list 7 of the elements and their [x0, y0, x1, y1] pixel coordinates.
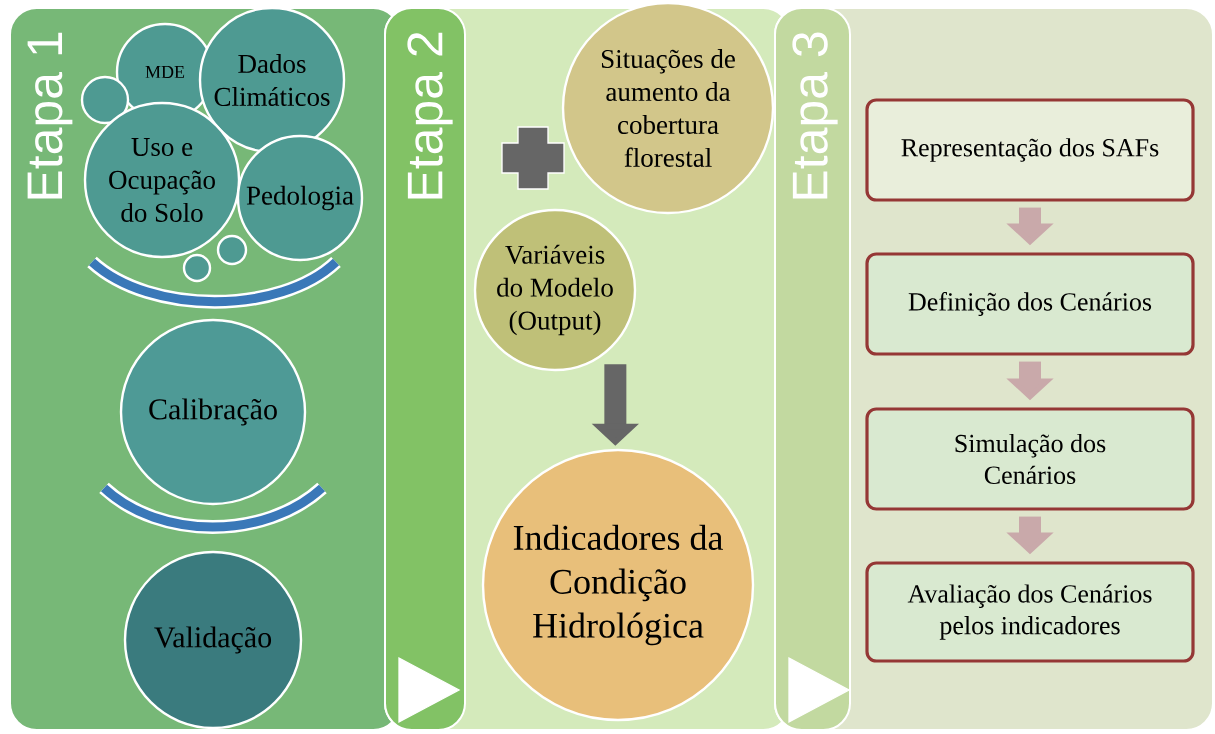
process-box: Avaliação dos Cenários pelos indicadores — [865, 561, 1195, 663]
process-box: Representação dos SAFs — [865, 98, 1195, 202]
process-box: Definição dos Cenários — [865, 252, 1195, 356]
bubble-circle — [216, 234, 248, 266]
bubble-circle — [80, 75, 130, 125]
process-box: Simulação dos Cenários — [865, 407, 1195, 511]
bubble-circle — [182, 253, 212, 283]
